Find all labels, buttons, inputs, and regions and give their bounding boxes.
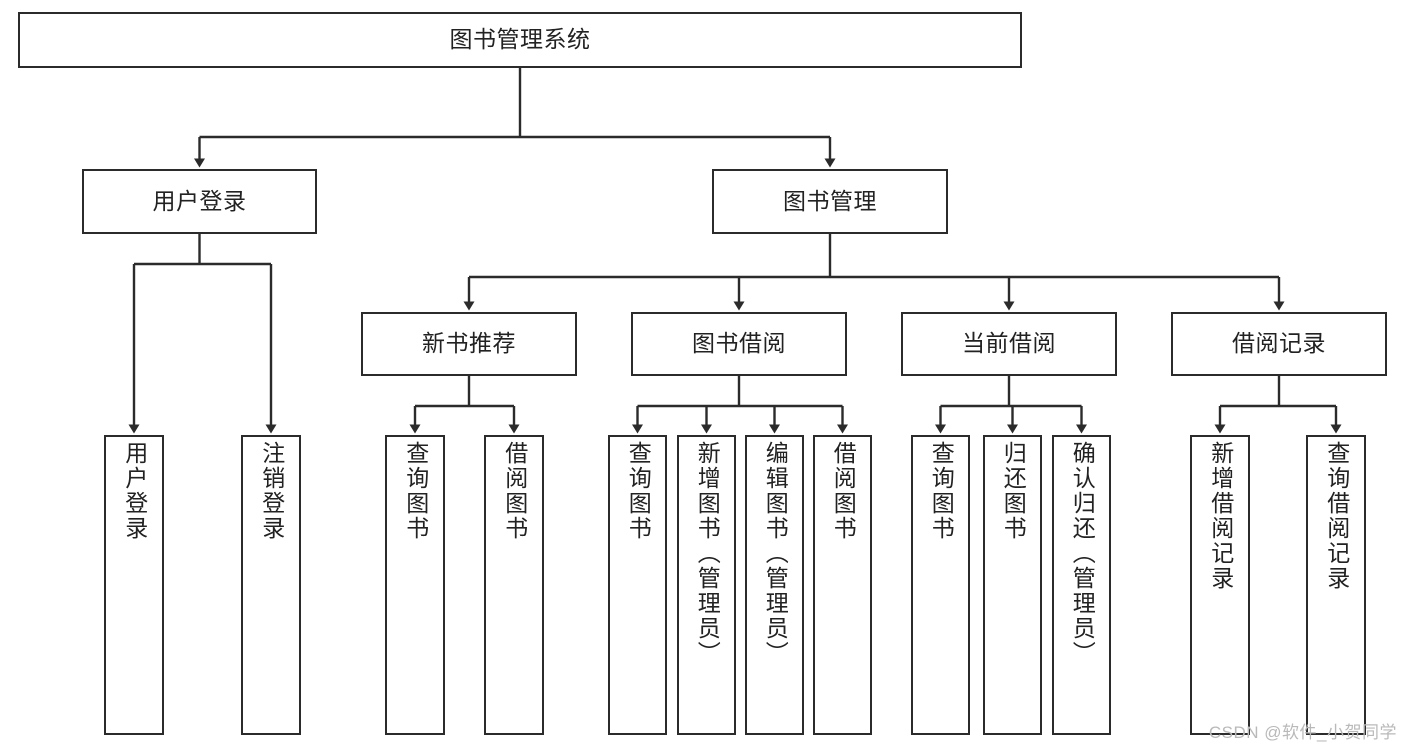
node-user-login[interactable]: 用户登录 bbox=[82, 169, 317, 234]
node-leaf-add-borrow-record[interactable]: 新增借阅记录 bbox=[1190, 435, 1250, 735]
node-new-book-recommend[interactable]: 新书推荐 bbox=[361, 312, 577, 376]
node-leaf-borrow-book-recommend-label: 借阅图书 bbox=[501, 441, 528, 541]
node-leaf-logout-login-label: 注销登录 bbox=[258, 441, 285, 541]
node-current-borrow[interactable]: 当前借阅 bbox=[901, 312, 1117, 376]
node-leaf-query-book-recommend[interactable]: 查询图书 bbox=[385, 435, 445, 735]
watermark: CSDN @软件_小贺同学 bbox=[1208, 723, 1397, 742]
node-leaf-borrow-book-label: 借阅图书 bbox=[830, 441, 857, 541]
node-leaf-query-book-current[interactable]: 查询图书 bbox=[911, 435, 970, 735]
node-leaf-add-book-admin-label: 新增图书（管理员） bbox=[694, 441, 721, 666]
node-leaf-confirm-return-admin-label: 确认归还（管理员） bbox=[1069, 441, 1096, 666]
node-leaf-user-login[interactable]: 用户登录 bbox=[104, 435, 164, 735]
node-book-borrow[interactable]: 图书借阅 bbox=[631, 312, 847, 376]
node-leaf-confirm-return-admin[interactable]: 确认归还（管理员） bbox=[1052, 435, 1111, 735]
node-leaf-return-book[interactable]: 归还图书 bbox=[983, 435, 1042, 735]
node-current-borrow-label: 当前借阅 bbox=[962, 330, 1056, 357]
node-leaf-add-book-admin[interactable]: 新增图书（管理员） bbox=[677, 435, 736, 735]
node-borrow-record[interactable]: 借阅记录 bbox=[1171, 312, 1387, 376]
node-leaf-user-login-label: 用户登录 bbox=[121, 441, 148, 541]
node-leaf-edit-book-admin-label: 编辑图书（管理员） bbox=[762, 441, 789, 666]
node-leaf-query-book-borrow[interactable]: 查询图书 bbox=[608, 435, 667, 735]
node-book-borrow-label: 图书借阅 bbox=[692, 330, 786, 357]
node-leaf-logout-login[interactable]: 注销登录 bbox=[241, 435, 301, 735]
node-leaf-add-borrow-record-label: 新增借阅记录 bbox=[1207, 441, 1234, 591]
node-leaf-edit-book-admin[interactable]: 编辑图书（管理员） bbox=[745, 435, 804, 735]
node-leaf-borrow-book-recommend[interactable]: 借阅图书 bbox=[484, 435, 544, 735]
node-book-manage-label: 图书管理 bbox=[783, 187, 877, 214]
node-leaf-query-book-current-label: 查询图书 bbox=[928, 441, 955, 541]
node-new-book-recommend-label: 新书推荐 bbox=[422, 330, 516, 357]
node-leaf-query-book-recommend-label: 查询图书 bbox=[402, 441, 429, 541]
node-root-label: 图书管理系统 bbox=[449, 26, 591, 53]
node-leaf-query-borrow-record-label: 查询借阅记录 bbox=[1323, 441, 1350, 591]
node-leaf-query-book-borrow-label: 查询图书 bbox=[625, 441, 652, 541]
node-book-manage[interactable]: 图书管理 bbox=[712, 169, 948, 234]
node-user-login-label: 用户登录 bbox=[152, 187, 247, 214]
node-borrow-record-label: 借阅记录 bbox=[1232, 330, 1326, 357]
node-leaf-borrow-book[interactable]: 借阅图书 bbox=[813, 435, 872, 735]
node-leaf-return-book-label: 归还图书 bbox=[1000, 441, 1027, 541]
node-leaf-query-borrow-record[interactable]: 查询借阅记录 bbox=[1306, 435, 1366, 735]
node-root[interactable]: 图书管理系统 bbox=[18, 12, 1022, 68]
